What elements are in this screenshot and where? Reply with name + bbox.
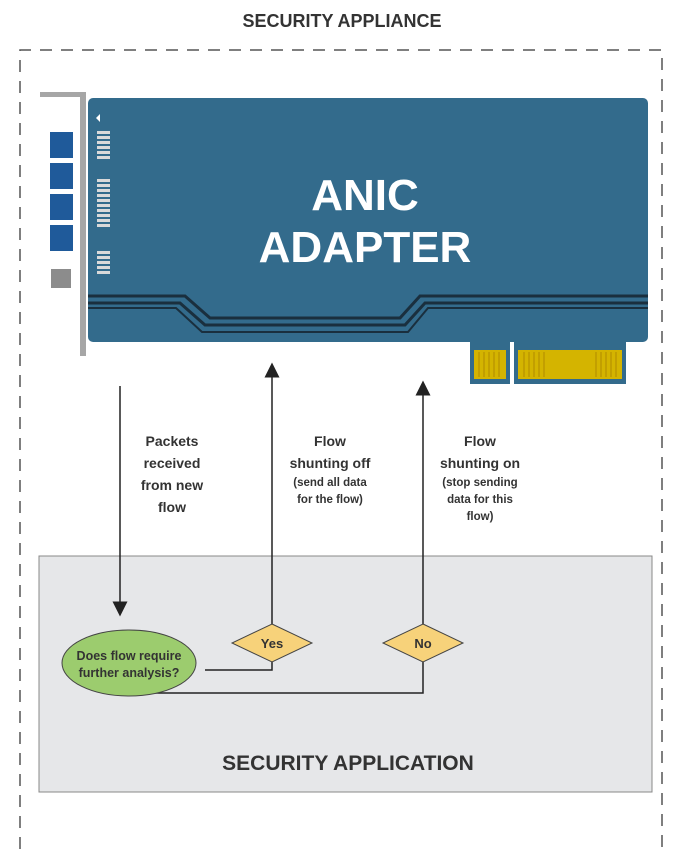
packets-label-2: received (144, 455, 201, 471)
card-body (88, 98, 648, 342)
security-application-title: SECURITY APPLICATION (222, 752, 474, 775)
adapter-title-line1: ANIC (311, 171, 419, 220)
led-strip-icon (97, 131, 110, 274)
shunt-on-sub-2: data for this (447, 494, 513, 506)
bracket-top (40, 92, 82, 97)
packets-label-3: from new (141, 477, 203, 493)
anic-adapter-card: ANIC ADAPTER (40, 92, 648, 384)
packets-label-1: Packets (146, 433, 199, 449)
yes-label: Yes (261, 636, 283, 651)
shunt-off-sub-2: for the flow) (297, 494, 363, 506)
card-arrow-icon (96, 114, 100, 122)
shunt-off-label-1: Flow (314, 433, 346, 449)
appliance-title: SECURITY APPLIANCE (242, 11, 441, 31)
decision-oval (61, 629, 197, 697)
shunt-off-label-2: shunting off (290, 455, 371, 471)
port-icon (50, 132, 73, 158)
port-icon (50, 225, 73, 251)
shunt-on-sub-3: flow) (467, 511, 494, 523)
shunt-on-label-1: Flow (464, 433, 496, 449)
shunt-on-sub-1: (stop sending (442, 477, 517, 489)
port-icon (50, 194, 73, 220)
bracket-bar (80, 92, 86, 356)
edge-connector (470, 342, 626, 384)
decision-question-line2: further analysis? (79, 666, 180, 680)
shunt-off-sub-1: (send all data (293, 477, 367, 489)
no-diamond (381, 623, 465, 663)
yes-diamond (230, 623, 314, 663)
shunt-on-label-2: shunting on (440, 455, 520, 471)
decision-question-line1: Does flow require (77, 649, 182, 663)
appliance-boundary (19, 49, 663, 849)
indicator-led-icon (51, 269, 71, 288)
adapter-title-line2: ADAPTER (259, 223, 472, 272)
port-icon (50, 163, 73, 189)
yes-connector (205, 660, 273, 671)
no-label: No (414, 636, 431, 651)
packets-label-4: flow (158, 499, 186, 515)
